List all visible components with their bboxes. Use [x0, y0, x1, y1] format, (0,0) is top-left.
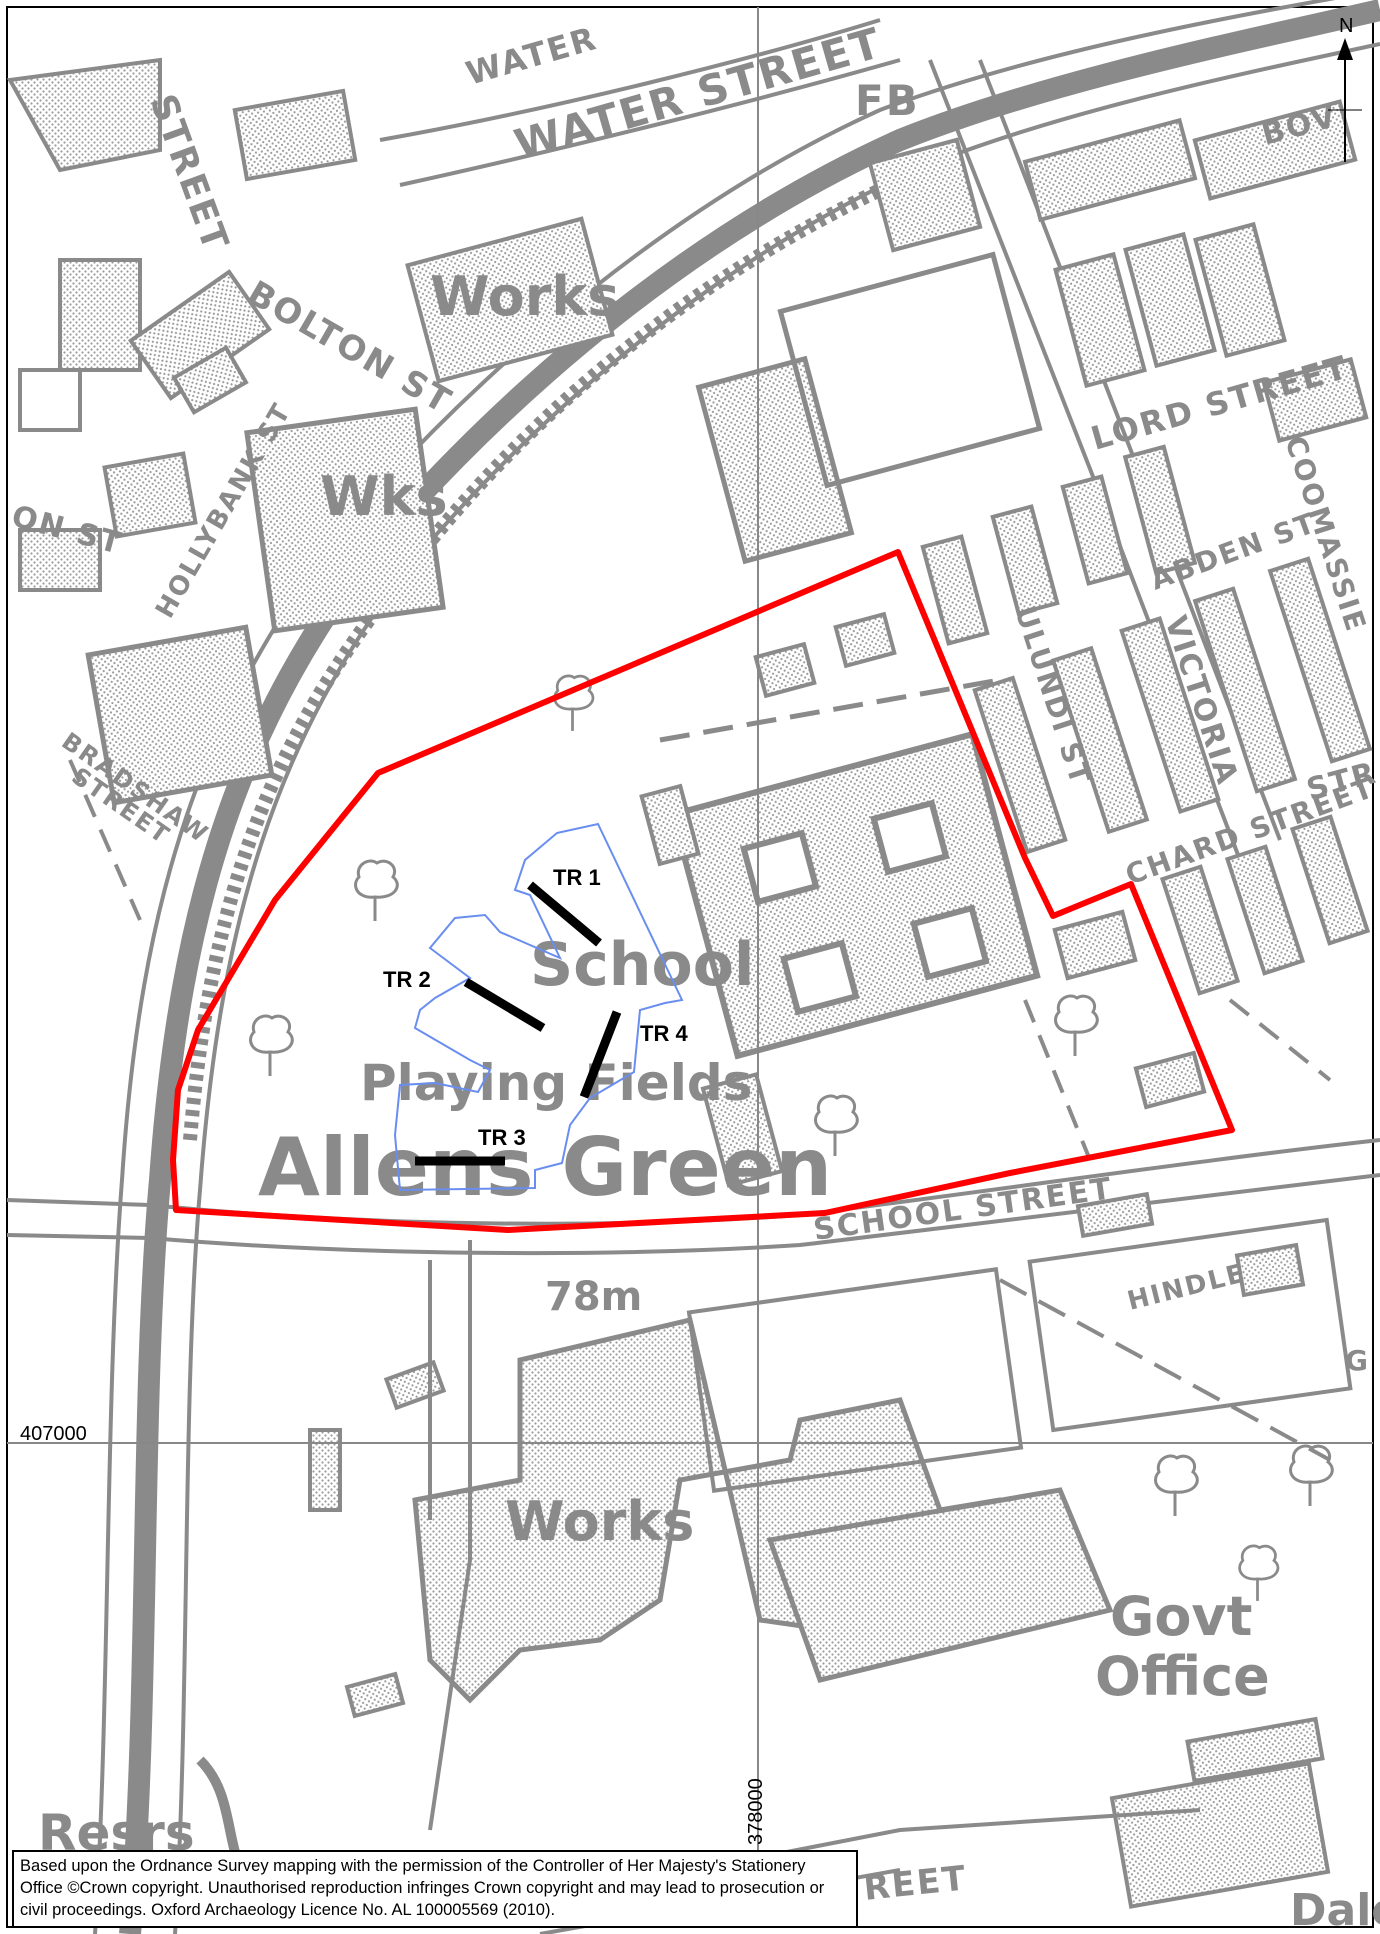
street-label: G [1345, 1344, 1370, 1377]
trench-4 [579, 1010, 622, 1099]
trenches: TR 1 TR 2 TR 3 TR 4 [383, 865, 688, 1166]
height-label: 78m [545, 1274, 642, 1320]
easting-grid-label: 378000 [745, 1778, 767, 1845]
trench-2 [463, 978, 546, 1032]
north-arrow: N [1328, 15, 1362, 162]
area-label: Wks [320, 465, 448, 528]
trench-label: TR 2 [383, 967, 431, 992]
northing-grid-label: 407000 [20, 1423, 87, 1445]
area-label: Office [1095, 1645, 1270, 1708]
trench-1 [527, 881, 602, 947]
trench-label: TR 4 [640, 1021, 688, 1046]
trench-label: TR 3 [478, 1125, 526, 1150]
area-label: Works [505, 1490, 694, 1553]
trench-label: TR 1 [553, 865, 601, 890]
copyright-notice: Based upon the Ordnance Survey mapping w… [12, 1850, 858, 1928]
area-label: School [530, 930, 755, 1000]
area-label: Govt [1110, 1585, 1252, 1648]
north-arrow-icon [1337, 38, 1353, 60]
area-label: Dale [1290, 1885, 1380, 1934]
north-label: N [1339, 15, 1353, 37]
area-labels: Works Wks School Playing Fields Allens G… [38, 265, 1380, 1934]
trench-survey-outline [393, 822, 684, 1192]
area-label: Works [430, 265, 619, 328]
street-label: FB [855, 76, 920, 125]
site-boundary [170, 549, 1235, 1233]
